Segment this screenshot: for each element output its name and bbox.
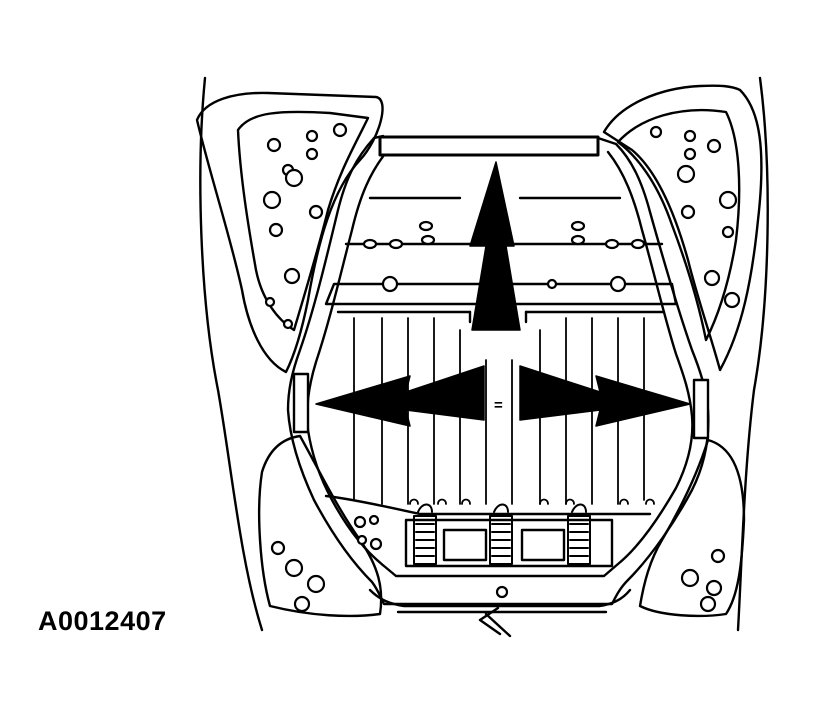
seat-frame-outer bbox=[286, 134, 710, 606]
spring-hooks bbox=[409, 498, 655, 505]
rear-panel-left bbox=[442, 528, 488, 562]
seat-outer-outline bbox=[199, 76, 769, 632]
seat-frame-inner bbox=[306, 148, 694, 578]
front-bar bbox=[368, 588, 632, 608]
right-bolster-inner bbox=[616, 108, 741, 342]
coil-spring-center bbox=[489, 503, 513, 565]
pull-tab-pointer bbox=[478, 606, 512, 638]
right-front-panel bbox=[638, 438, 746, 618]
left-bolster-inner bbox=[236, 110, 370, 332]
coil-springs bbox=[413, 503, 591, 565]
spring-bay-frame bbox=[404, 518, 614, 568]
pan-ledge bbox=[324, 282, 678, 306]
left-bolster-outline bbox=[195, 91, 384, 374]
rear-crossbar bbox=[324, 494, 652, 516]
arrow-up-icon bbox=[469, 161, 521, 331]
right-side-clip bbox=[692, 378, 710, 440]
bolster-holes bbox=[262, 122, 741, 613]
rear-top-bar bbox=[378, 135, 600, 157]
figure-id-label: A0012407 bbox=[38, 606, 167, 636]
arrow-right-icon bbox=[519, 365, 691, 427]
center-equal-mark: = bbox=[494, 397, 503, 414]
rear-panel-right bbox=[520, 528, 566, 562]
arrow-left-icon bbox=[315, 365, 485, 427]
coil-spring-right bbox=[567, 503, 591, 565]
right-bolster-outline bbox=[602, 84, 763, 372]
coil-spring-left bbox=[413, 503, 437, 565]
left-side-clip bbox=[292, 372, 310, 434]
left-front-panel bbox=[257, 434, 383, 618]
